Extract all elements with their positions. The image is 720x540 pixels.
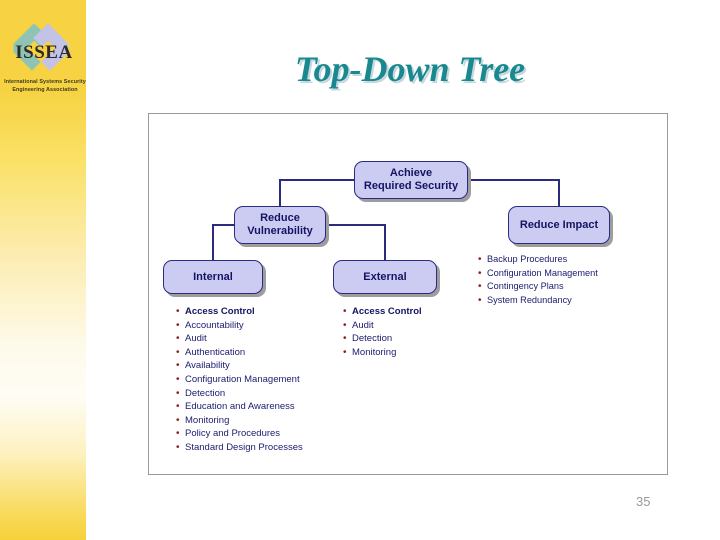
list-item-label: Access Control [352, 306, 422, 317]
page-title: Top-Down Tree [294, 49, 526, 89]
list-item: • Detection [176, 387, 303, 401]
list-item-label: Backup Procedures [487, 254, 568, 264]
list-item-label: System Redundancy [487, 294, 572, 305]
list-reduce-impact-measures: • Backup Procedures • Configuration Managem… [478, 253, 598, 307]
list-item: • Configuration Management [176, 373, 303, 387]
list-item-label: Standard Design Processes [185, 441, 303, 453]
bullet-icon: • [176, 414, 180, 426]
bullet-icon: • [176, 401, 180, 413]
list-item: • Monitoring [343, 346, 422, 360]
node-achieve-label-line1: Achieve [389, 167, 433, 179]
logo-acronym: ISSEA [15, 42, 73, 63]
list-item-label: Detection [352, 333, 393, 345]
bullet-icon: • [343, 346, 347, 358]
bullet-icon: • [176, 319, 180, 331]
list-item-label: Authentication [185, 346, 246, 358]
page-number: 35 [636, 494, 651, 509]
node-internal[interactable]: Internal [163, 260, 263, 294]
logo-subtitle-line-1: International Systems Security [4, 79, 86, 85]
node-achieve-label-line2: Required Security [363, 180, 459, 192]
logo-subtitle: International Systems Security Engineeri… [2, 78, 88, 94]
sidebar-gradient-band [0, 0, 86, 540]
node-external-label: External [363, 270, 407, 283]
list-item-label: Accountability [185, 319, 244, 331]
node-reduce-impact[interactable]: Reduce Impact [508, 206, 610, 244]
list-item-label: Configuration Management [487, 267, 598, 278]
list-item: • Policy and Procedures [176, 427, 303, 441]
list-item-label: Configuration Management [185, 373, 300, 385]
list-item-label: Audit [185, 333, 207, 345]
list-item-label: Policy and Procedures [185, 428, 281, 440]
bullet-icon: • [176, 387, 180, 399]
list-item: • Availability [176, 359, 303, 373]
list-item: • Monitoring [176, 414, 303, 428]
bullet-icon: • [343, 319, 347, 331]
bullet-icon: • [478, 254, 482, 265]
list-item: • Authentication [176, 346, 303, 360]
list-item: • Education and Awareness [176, 400, 303, 414]
node-reduce-vulnerability[interactable]: Reduce Vulnerability [234, 206, 326, 244]
list-item-label: Education and Awareness [185, 401, 295, 413]
connector-lines [211, 178, 561, 260]
node-reduce-vulnerability-line2: Vulnerability [247, 225, 313, 237]
list-item-label: Monitoring [352, 346, 397, 358]
bullet-icon: • [176, 333, 180, 345]
bullet-icon: • [343, 333, 347, 345]
node-external[interactable]: External [333, 260, 437, 294]
list-item: • Access Control [176, 305, 303, 319]
bullet-icon: • [176, 346, 180, 358]
list-item-label: Detection [185, 387, 226, 399]
bullet-icon: • [478, 281, 482, 293]
top-down-tree-diagram: Achieve Required Security Reduce Vulnera… [148, 113, 668, 475]
bullet-icon: • [176, 360, 180, 372]
bullet-icon: • [478, 267, 482, 279]
list-external-controls: • Access Control • Audit • Detection • Monitori… [343, 305, 422, 359]
node-internal-label: Internal [193, 270, 233, 283]
list-item: • Accountability [176, 319, 303, 333]
logo-diamonds-icon [13, 23, 69, 71]
list-item: • Audit [176, 332, 303, 346]
list-item: • Standard Design Processes [176, 441, 303, 455]
bullet-icon: • [176, 441, 180, 453]
node-reduce-impact-label: Reduce Impact [519, 218, 599, 231]
node-achieve-label: Achieve Required Security [364, 167, 458, 193]
bullet-icon: • [343, 306, 347, 317]
node-reduce-vulnerability-line1: Reduce [260, 212, 300, 224]
logo-subtitle-line-2: Engineering Association [12, 87, 78, 93]
bullet-icon: • [478, 294, 482, 306]
list-item: • Audit [343, 319, 422, 333]
list-internal-controls: • Access Control • Accountability • Audit • Aut… [176, 305, 303, 455]
list-item: • Detection [343, 332, 422, 346]
list-item-label: Contingency Plans [487, 281, 564, 292]
list-item: • Backup Procedures [478, 253, 598, 267]
bullet-icon: • [176, 428, 180, 440]
list-item: • Access Control [343, 305, 422, 319]
list-item: • Configuration Management [478, 267, 598, 281]
list-item-label: Monitoring [185, 414, 230, 426]
list-item: • Contingency Plans [478, 280, 598, 294]
node-achieve-required-security[interactable]: Achieve Required Security [354, 161, 468, 199]
list-item: • System Redundancy [478, 294, 598, 308]
node-reduce-vulnerability-label: Reduce Vulnerability [247, 212, 313, 238]
list-item-label: Access Control [185, 306, 255, 317]
list-item-label: Availability [185, 360, 230, 372]
bullet-icon: • [176, 306, 180, 317]
bullet-icon: • [176, 373, 180, 385]
issea-logo: ISSEA International Systems Security Eng… [2, 12, 86, 94]
list-item-label: Audit [352, 319, 374, 331]
